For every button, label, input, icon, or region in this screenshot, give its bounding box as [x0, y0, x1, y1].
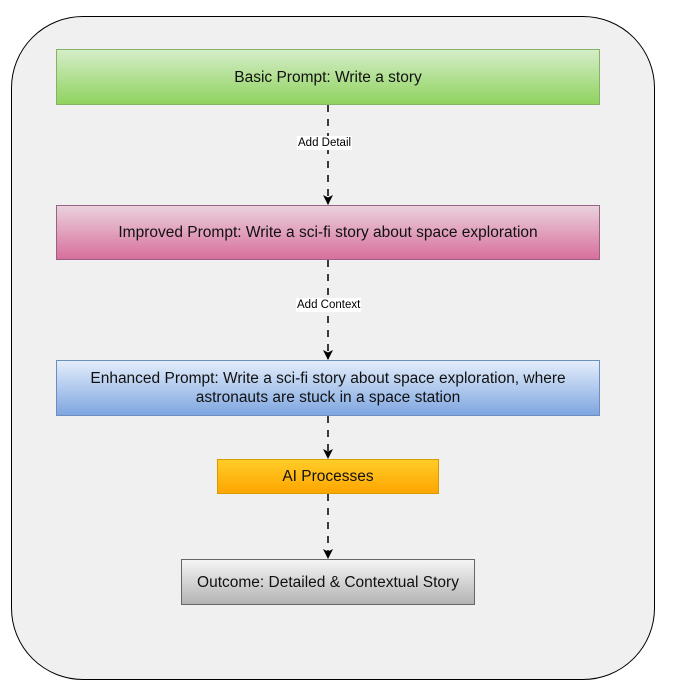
improved-prompt-node: Improved Prompt: Write a sci-fi story ab… [56, 205, 600, 260]
outcome-text: Outcome: Detailed & Contextual Story [197, 573, 459, 591]
outcome-node: Outcome: Detailed & Contextual Story [181, 559, 475, 605]
basic-prompt-text: Basic Prompt: Write a story [234, 68, 422, 86]
ai-processes-node: AI Processes [217, 459, 439, 494]
edge-label-add-context: Add Context [296, 298, 362, 312]
enhanced-prompt-text: Enhanced Prompt: Write a sci-fi story ab… [90, 370, 566, 406]
improved-prompt-text: Improved Prompt: Write a sci-fi story ab… [118, 224, 538, 241]
enhanced-prompt-node: Enhanced Prompt: Write a sci-fi story ab… [56, 360, 600, 416]
basic-prompt-node: Basic Prompt: Write a story [56, 49, 600, 105]
ai-processes-text: AI Processes [282, 468, 374, 485]
edge-label-add-detail: Add Detail [297, 136, 353, 150]
